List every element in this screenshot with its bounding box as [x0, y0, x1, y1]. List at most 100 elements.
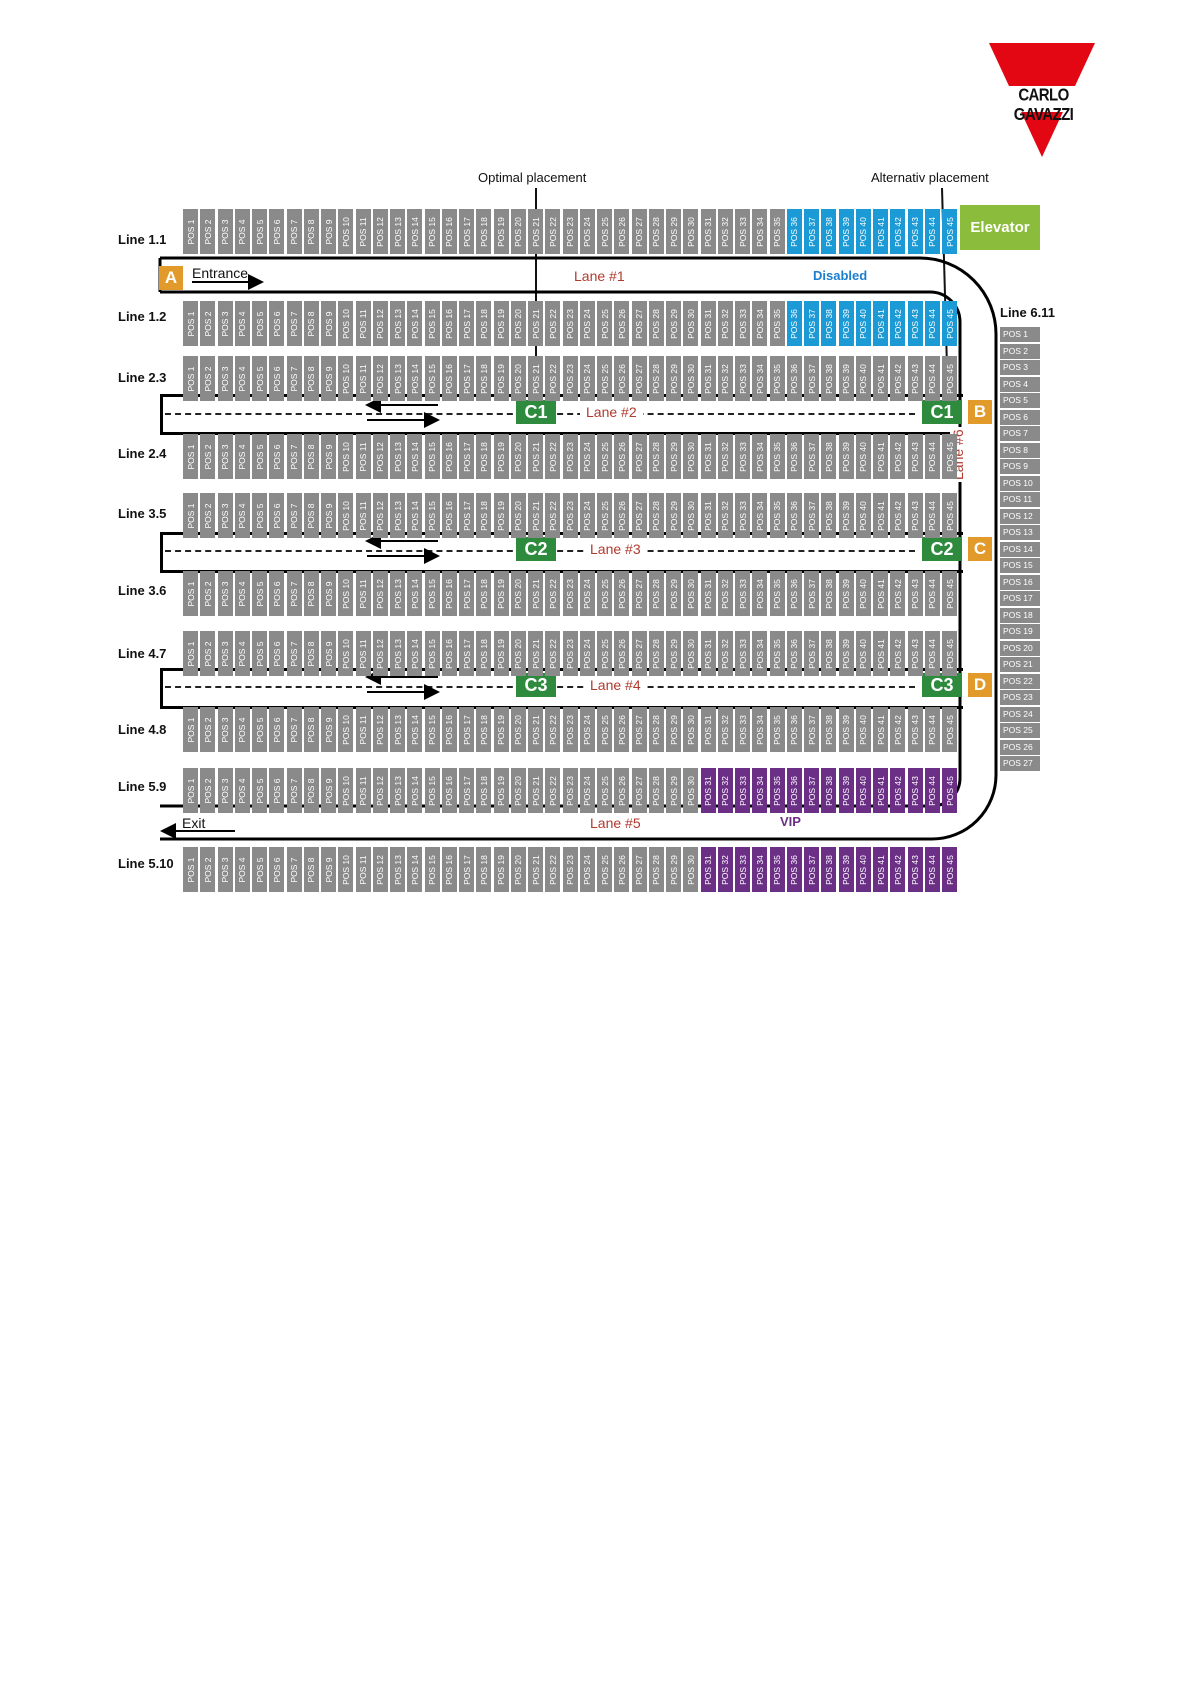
parking-slot-label: POS 24 [582, 216, 593, 247]
parking-slot: POS 1 [183, 493, 198, 538]
parking-slot: POS 43 [907, 356, 923, 401]
parking-slot: POS 32 [717, 768, 733, 813]
parking-slot-label: POS 8 [306, 310, 317, 337]
parking-slot-label: POS 28 [651, 638, 662, 669]
parking-slot-label: POS 21 [530, 578, 541, 609]
parking-slot: POS 28 [648, 301, 664, 346]
elevator: Elevator [960, 205, 1040, 250]
parking-slot: POS 4 [234, 356, 250, 401]
parking-slot: POS 28 [648, 209, 664, 254]
parking-slot-label: POS 42 [892, 714, 903, 745]
parking-slot-label: POS 17 [461, 775, 472, 806]
parking-slot: POS 12 [372, 356, 388, 401]
parking-slot-label: POS 5 [254, 310, 265, 337]
parking-slot: POS 2 [200, 356, 216, 401]
parking-slot-label: POS 45 [944, 638, 955, 669]
parking-slot: POS 27 [631, 209, 647, 254]
parking-slot-label: POS 9 [323, 218, 334, 245]
lane-4-box [160, 668, 963, 709]
parking-slot: POS 36 [786, 631, 802, 676]
parking-slot: POS 18 [476, 493, 492, 538]
parking-slot-label: POS 2 [202, 443, 213, 470]
parking-slot: POS 18 [476, 434, 492, 479]
parking-slot-label: POS 17 [461, 638, 472, 669]
parking-slot: POS 26 [614, 571, 630, 616]
parking-slot: POS 24 [579, 707, 595, 752]
parking-slot-label: POS 4 [237, 640, 248, 667]
side-parking-slot: POS 15 [1000, 558, 1040, 573]
parking-slot-label: POS 16 [444, 441, 455, 472]
parking-slot-label: POS 17 [461, 500, 472, 531]
parking-slot: POS 30 [683, 768, 699, 813]
parking-slot-label: POS 41 [875, 363, 886, 394]
parking-slot: POS 7 [286, 707, 302, 752]
parking-slot: POS 35 [769, 847, 785, 892]
parking-slot-label: POS 30 [685, 308, 696, 339]
parking-slot-label: POS 22 [547, 775, 558, 806]
parking-slot-label: POS 1 [185, 502, 196, 529]
parking-slot: POS 2 [200, 571, 216, 616]
parking-slot: POS 42 [890, 631, 906, 676]
parking-slot-label: POS 24 [582, 638, 593, 669]
parking-slot: POS 38 [821, 768, 837, 813]
parking-slot: POS 44 [924, 768, 940, 813]
parking-slot-label: POS 38 [823, 854, 834, 885]
parking-slot-label: POS 21 [530, 363, 541, 394]
parking-slot: POS 8 [303, 631, 319, 676]
parking-slot: POS 37 [804, 434, 819, 479]
parking-slot: POS 43 [907, 301, 923, 346]
parking-slot: POS 24 [579, 631, 595, 676]
parking-slot: POS 5 [252, 768, 267, 813]
parking-slot: POS 38 [821, 301, 837, 346]
side-parking-slot: POS 5 [1000, 393, 1040, 408]
parking-slot: POS 17 [459, 847, 474, 892]
parking-slot-label: POS 20 [513, 216, 524, 247]
parking-slot: POS 18 [476, 209, 492, 254]
parking-slot: POS 41 [873, 301, 888, 346]
parking-slot-label: POS 34 [754, 216, 765, 247]
parking-slot-label: POS 44 [927, 441, 938, 472]
parking-slot: POS 22 [545, 434, 561, 479]
parking-slot-label: POS 33 [737, 854, 748, 885]
parking-slot-label: POS 2 [202, 716, 213, 743]
parking-slot: POS 10 [338, 209, 354, 254]
parking-slot-label: POS 35 [772, 578, 782, 609]
parking-slot: POS 41 [873, 434, 888, 479]
camera-c1-optimal: C1 [516, 400, 556, 424]
parking-slot-label: POS 4 [237, 310, 248, 337]
parking-slot: POS 9 [321, 571, 336, 616]
parking-slot: POS 45 [942, 707, 957, 752]
parking-slot: POS 24 [579, 301, 595, 346]
parking-slot-label: POS 38 [823, 500, 834, 531]
parking-slot-label: POS 45 [944, 308, 955, 339]
parking-slot: POS 22 [545, 301, 561, 346]
parking-slot: POS 37 [804, 768, 819, 813]
parking-slot-label: POS 18 [478, 441, 489, 472]
parking-slot-label: POS 18 [478, 308, 489, 339]
parking-slot-label: POS 44 [927, 363, 938, 394]
side-parking-slot: POS 2 [1000, 343, 1040, 359]
parking-slot-label: POS 12 [375, 775, 386, 806]
parking-slot: POS 31 [700, 356, 716, 401]
parking-slot: POS 37 [804, 847, 819, 892]
parking-slot-label: POS 33 [737, 216, 748, 247]
parking-slot: POS 5 [252, 631, 267, 676]
parking-slot: POS 40 [855, 301, 871, 346]
parking-slot-label: POS 29 [668, 775, 679, 806]
parking-slot: POS 9 [321, 768, 336, 813]
parking-slot: POS 42 [890, 707, 906, 752]
parking-slot: POS 9 [321, 209, 336, 254]
parking-slot-label: POS 33 [737, 714, 748, 745]
parking-slot-label: POS 28 [651, 578, 662, 609]
parking-slot: POS 6 [269, 571, 285, 616]
parking-slot-label: POS 4 [237, 502, 248, 529]
parking-slot-label: POS 3 [220, 777, 230, 804]
parking-slot-label: POS 26 [616, 638, 627, 669]
parking-slot: POS 25 [597, 707, 612, 752]
parking-slot: POS 38 [821, 209, 837, 254]
parking-slot-label: POS 19 [496, 775, 506, 806]
parking-slot-label: POS 25 [599, 308, 610, 339]
parking-slot: POS 28 [648, 768, 664, 813]
parking-slot-label: POS 9 [323, 777, 334, 804]
parking-slot-label: POS 41 [875, 714, 886, 745]
